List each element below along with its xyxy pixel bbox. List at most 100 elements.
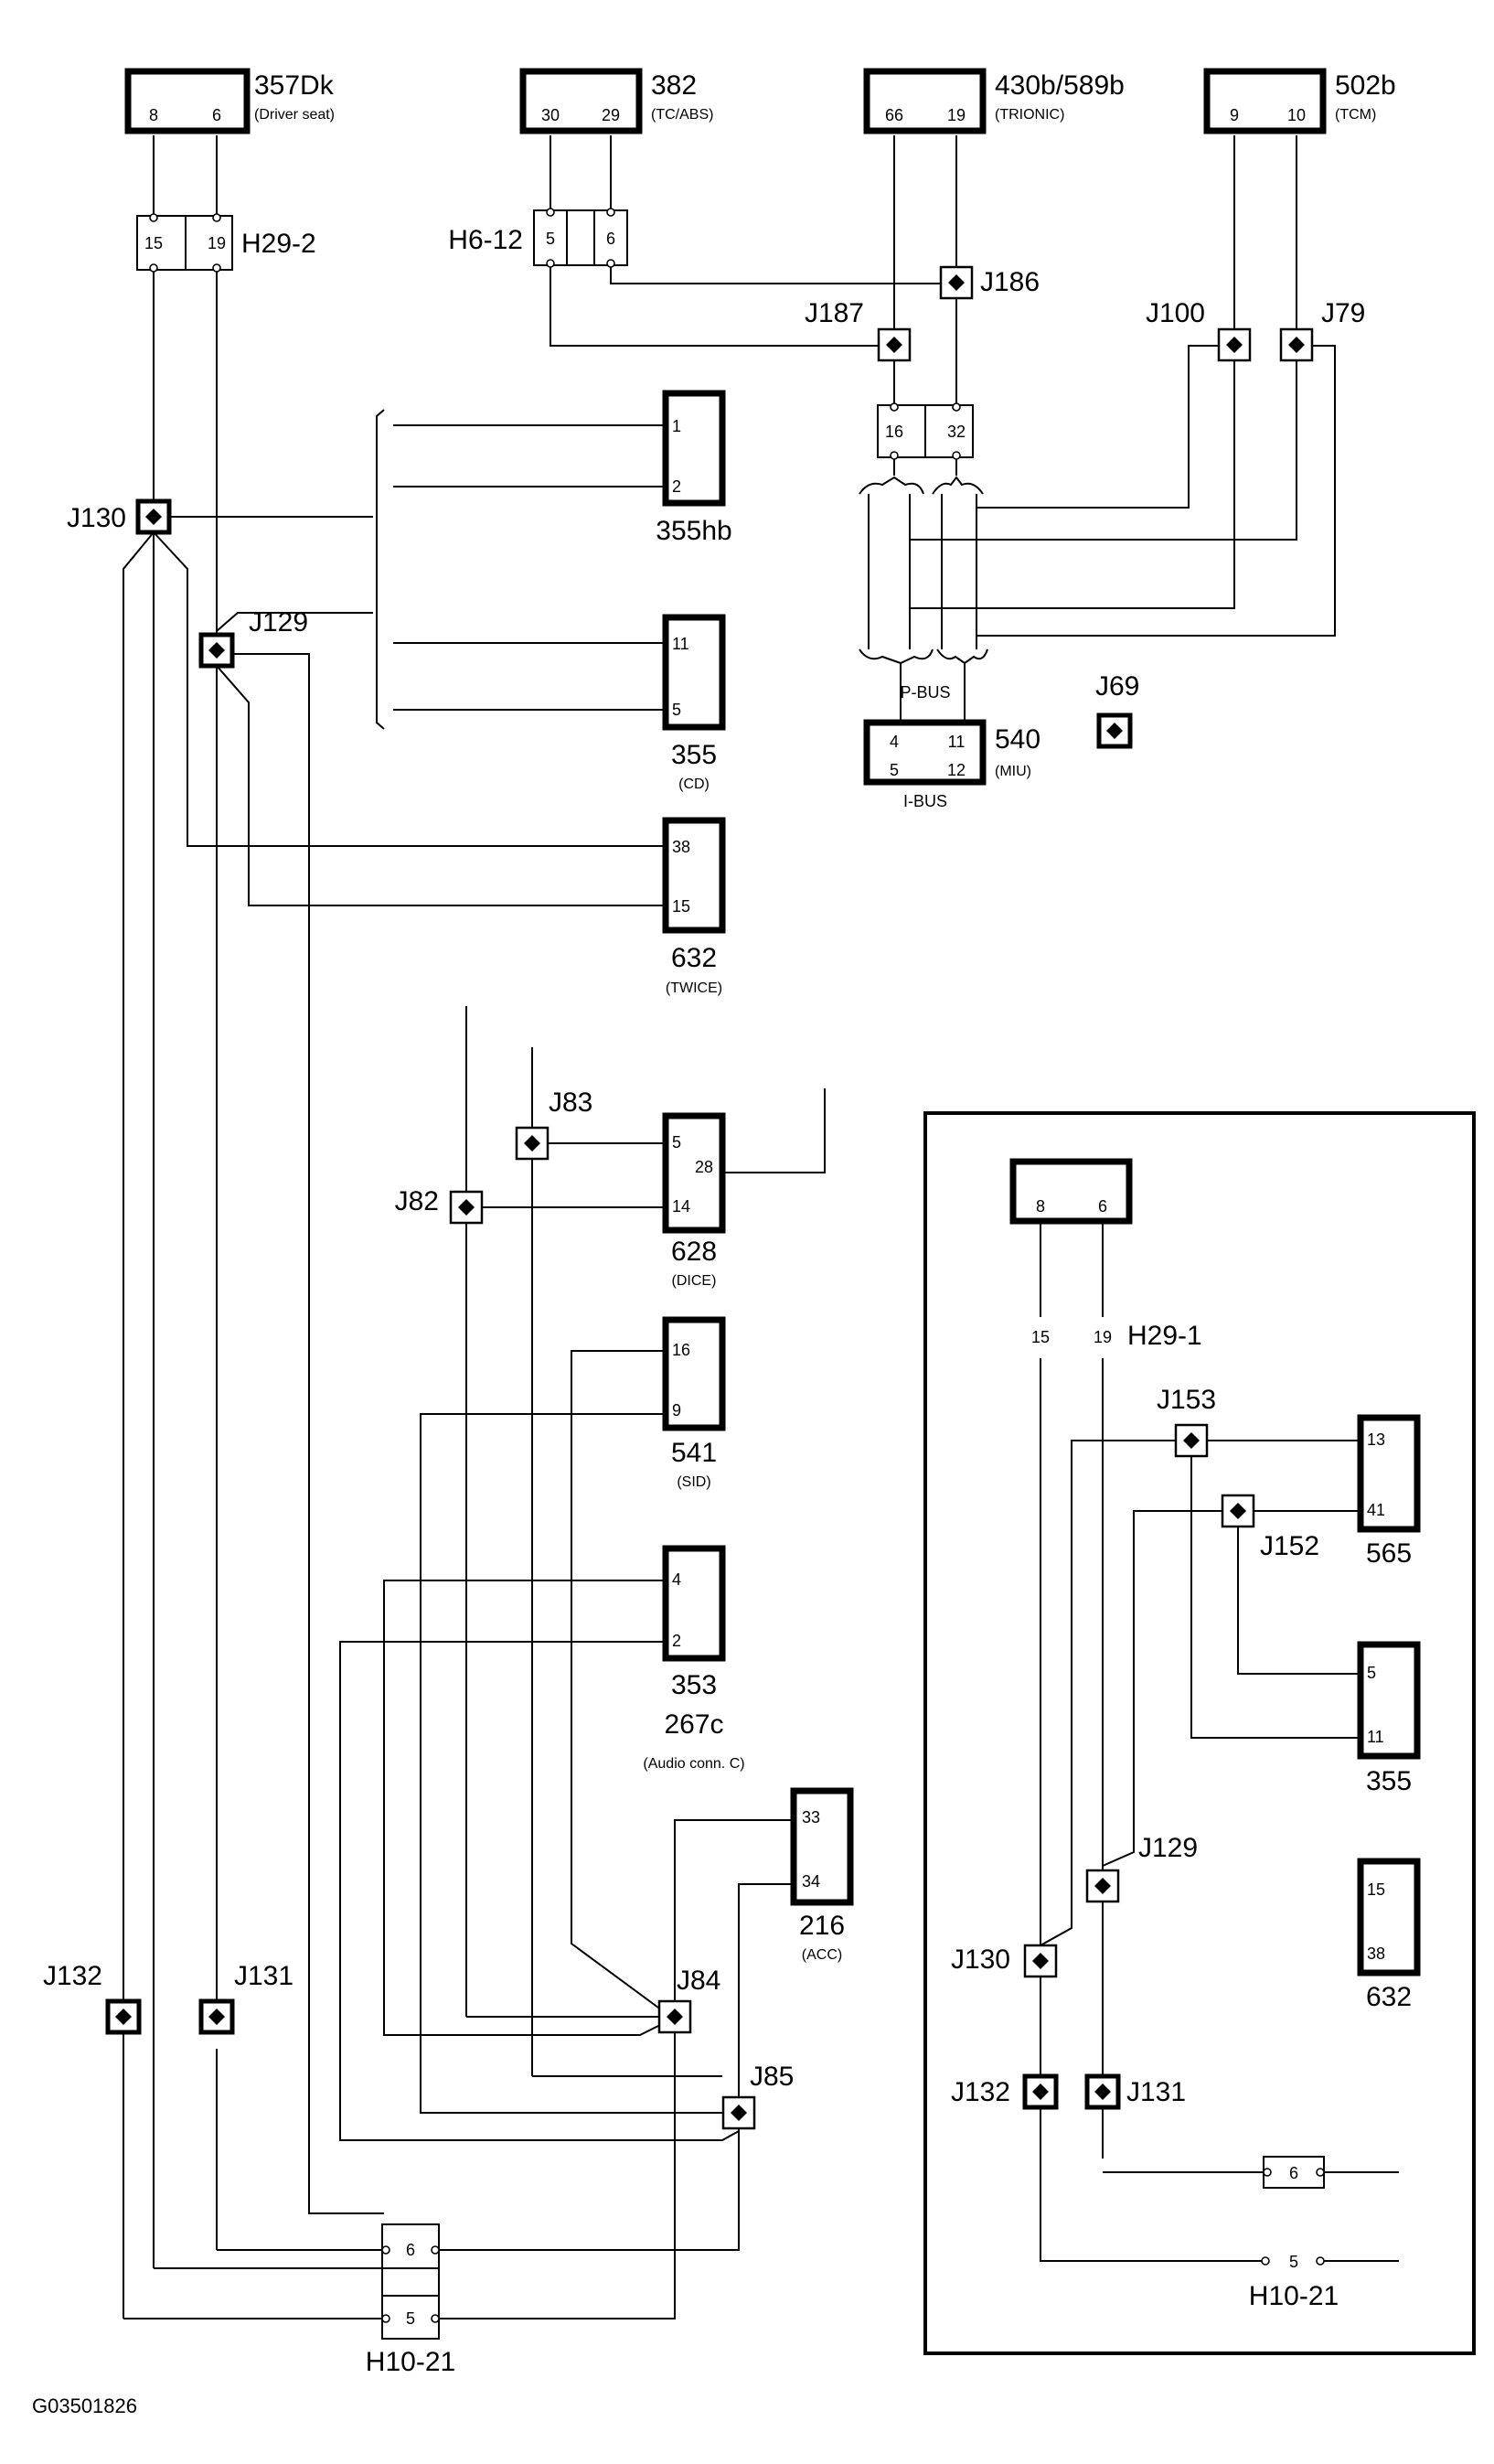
inset-component-632: 15 38 632 [1357,1858,1421,2012]
junction-label: J129 [249,607,308,637]
pin-label: 2 [672,1632,681,1650]
connector-h6-12: 5 6 H6-12 [448,208,628,268]
pin-label: 33 [802,1808,820,1827]
pin-label: 12 [947,761,966,779]
pin-label: 38 [1367,1944,1385,1963]
pin-label: 66 [885,106,903,124]
pin-label: 15 [144,234,163,252]
junction-j132: J132 [43,1961,142,2035]
pin-label: 2 [672,477,681,496]
component-355hb: 1 2 355hb [656,390,732,546]
junction-label: J85 [750,2062,794,2092]
junction-label: J100 [1146,298,1205,328]
connector-h29-2: 15 19 H29-2 [136,213,316,273]
junction-j84: J84 [657,1966,720,2034]
pin-label: 11 [1367,1728,1384,1746]
junction-label: J79 [1321,298,1365,328]
component-desc: (Audio conn. C) [643,1756,744,1772]
component-541-sid: 16 9 541 (SID) [662,1316,726,1490]
junction-label: J132 [43,1961,102,1991]
inset-junction-j130: J130 [951,1944,1058,1978]
pin-label: 10 [1287,106,1306,124]
component-id: 216 [799,1911,845,1941]
component-desc: (CD) [678,777,710,792]
junction-label: J132 [951,2077,1010,2107]
component-desc: (SID) [677,1474,710,1490]
junction-j131: J131 [198,1961,293,2035]
pin-label: 15 [1031,1328,1050,1346]
pin-label: 9 [672,1401,681,1419]
pin-label: 15 [1367,1880,1385,1899]
component-id: 502b [1335,70,1396,101]
pin-label: 11 [672,635,689,653]
junction-j83: J83 [515,1087,592,1161]
connector-id: H10-21 [366,2347,455,2377]
junction-label: J130 [951,1944,1010,1975]
junction-j79: J79 [1279,298,1365,362]
pin-label: 34 [802,1872,820,1891]
pin-label: 16 [672,1341,690,1359]
component-502b: 9 10 502b (TCM) [1203,68,1396,134]
component-382: 30 29 382 (TC/ABS) [519,68,713,134]
junction-label: J187 [805,298,864,328]
pin-label: 5 [672,701,681,719]
component-id: 628 [671,1237,717,1267]
connector-bus: 16 32 [859,402,988,665]
component-216-acc: 33 34 216 (ACC) [790,1787,854,1963]
connector-id: H10-21 [1249,2281,1339,2311]
component-id: 357Dk [254,70,335,101]
pin-label: 16 [885,423,903,441]
junction-label: J186 [980,267,1040,297]
pin-label: 4 [672,1570,681,1589]
junction-label: J152 [1260,1531,1319,1561]
component-id: 632 [671,943,717,973]
inset-component-565: 13 41 565 [1357,1414,1421,1569]
junction-j130: J130 [67,498,172,535]
inset-component-355: 5 11 355 [1357,1641,1421,1796]
pin-label: 4 [890,733,899,751]
component-632-twice: 38 15 632 (TWICE) [662,817,726,996]
junction-j85: J85 [721,2062,794,2130]
connector-id: H29-2 [241,229,316,259]
pin-label: 5 [1289,2253,1298,2271]
pin-label: 41 [1367,1501,1385,1519]
component-355-cd: 11 5 355 (CD) [662,614,726,792]
junction-label: J153 [1157,1385,1216,1415]
component-id: 541 [671,1438,717,1468]
pin-label: 13 [1367,1430,1385,1449]
pin-label: 14 [672,1197,690,1216]
inset-junction-j131: J131 [1084,2073,1186,2110]
bus-label: P-BUS [900,683,950,702]
junction-label: J83 [549,1087,592,1118]
figure-code: G03501826 [32,2394,137,2417]
wires [123,135,1336,2319]
pin-label: 5 [546,230,555,248]
junction-j187: J187 [805,298,912,362]
pin-label: 6 [1098,1197,1107,1216]
component-desc: (ACC) [802,1947,842,1963]
component-id: 382 [651,70,697,101]
junction-label: J130 [67,503,126,533]
connector-id: H29-1 [1127,1321,1202,1351]
junction-label: J84 [677,1966,720,1996]
pin-label: 9 [1230,106,1239,124]
pin-label: 11 [948,733,966,751]
component-540-miu: P-BUS 4 11 5 12 540 (MIU) I-BUS [863,683,1040,810]
pin-label: 15 [672,897,690,916]
inset-panel: 8 6 15 19 H29-1 13 41 565 5 11 355 15 38 [923,1111,1476,2355]
pin-label: 5 [1367,1664,1376,1682]
component-id: 355hb [656,516,731,546]
component-id: 353 [671,1670,717,1700]
junction-j100: J100 [1146,298,1252,362]
pin-label: 1 [672,417,681,435]
pin-label: 6 [212,106,221,124]
connector-h10-21: 6 5 H10-21 [366,2223,455,2377]
inset-junction-j129: J129 [1085,1833,1198,1903]
component-id: 430b/589b [995,70,1125,101]
junction-label: J82 [395,1186,439,1216]
pin-label: 32 [947,423,966,441]
inset-connector-h10-21: 6 5 H10-21 [1249,2156,1339,2311]
connector-id: H6-12 [448,225,523,255]
bus-label: I-BUS [903,792,947,810]
